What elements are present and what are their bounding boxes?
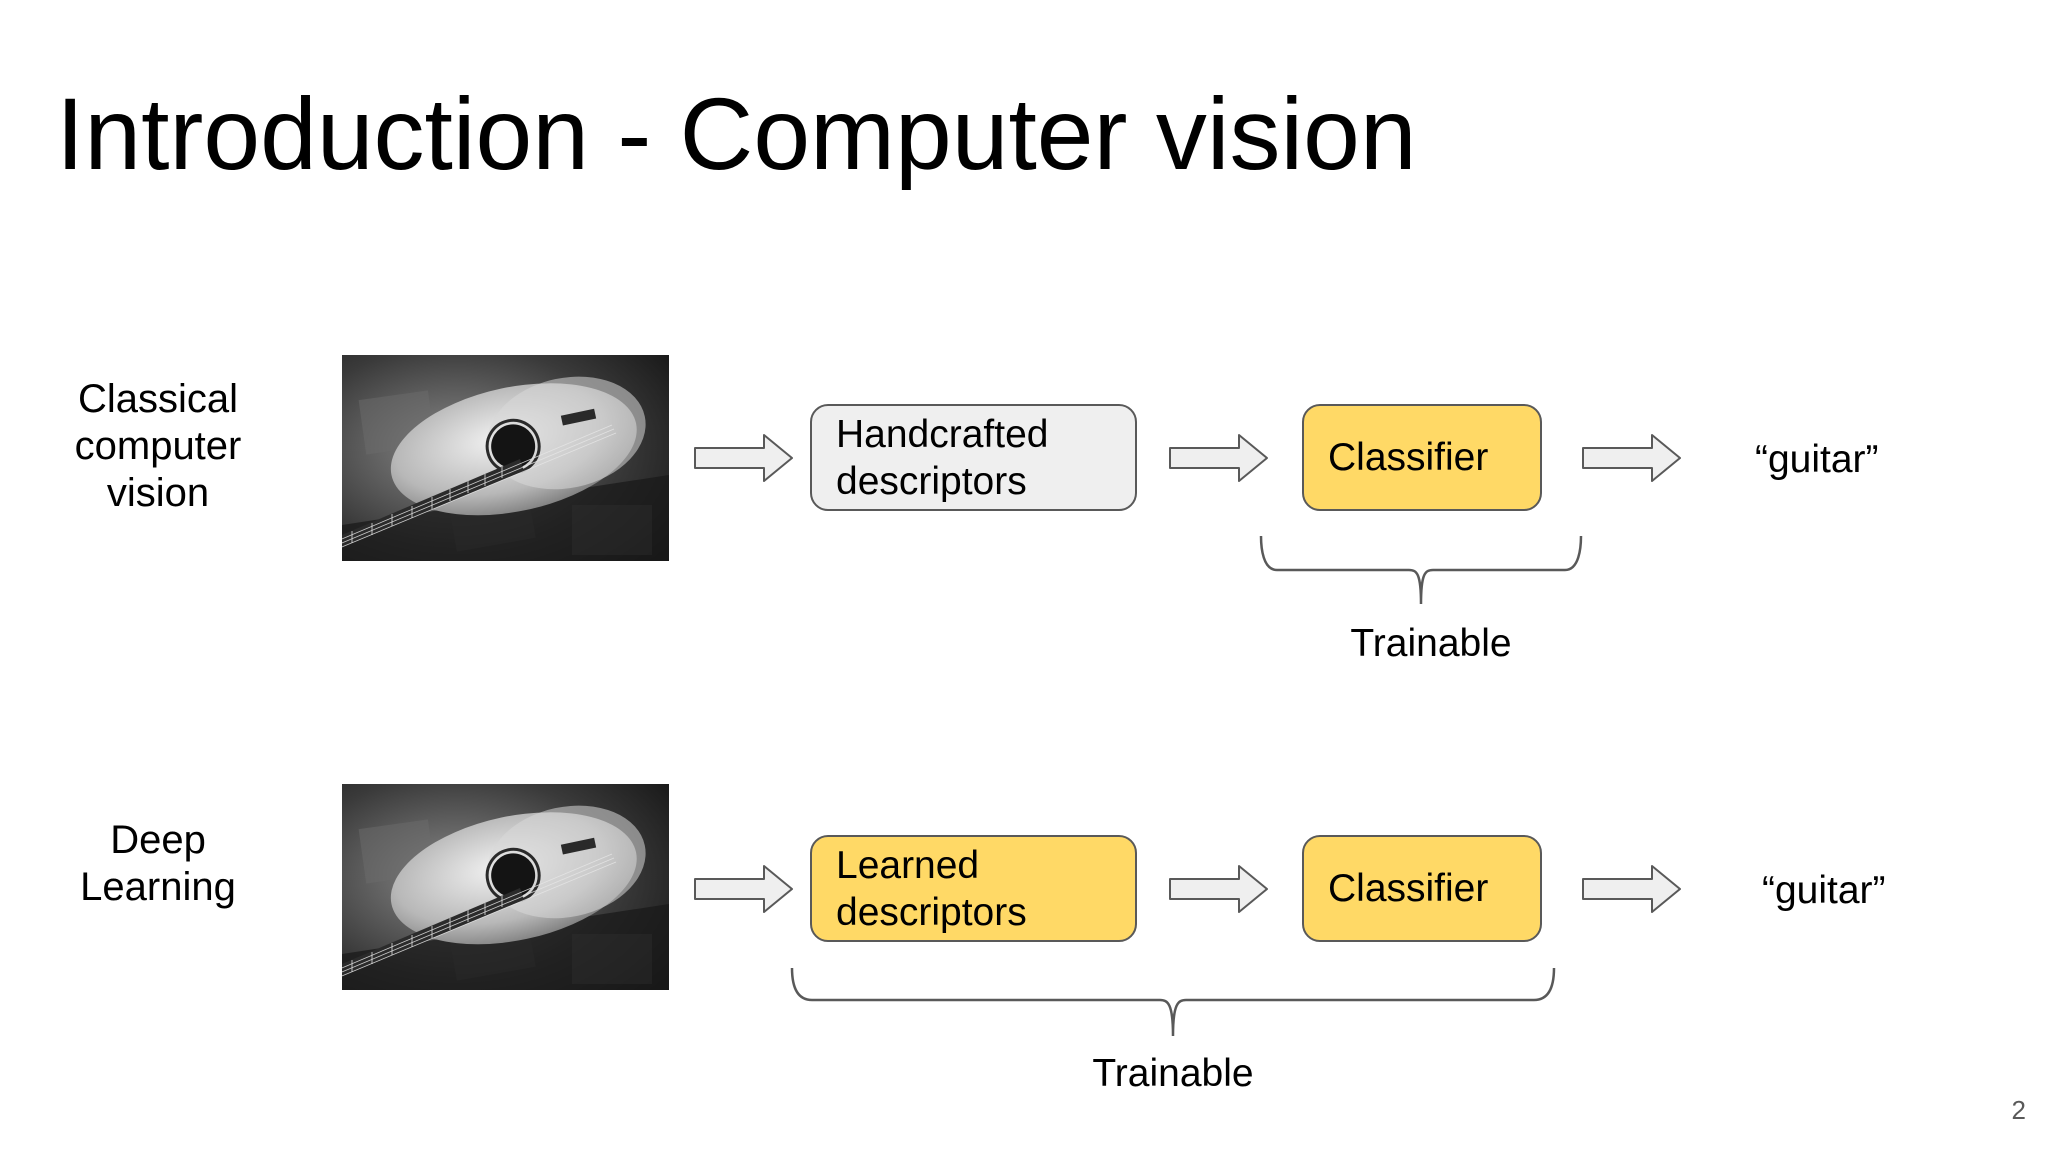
classifier-label: Classifier — [1328, 436, 1489, 479]
trainable-brace — [1259, 535, 1583, 605]
trainable-label: Trainable — [1350, 622, 1512, 665]
row-label-line: Classical — [77, 377, 239, 421]
arrow-right-icon — [694, 865, 793, 913]
row-label-deep-learning: Deep Learning — [38, 817, 278, 911]
row-label-line: Learning — [80, 865, 236, 909]
arrow-right-icon — [1582, 434, 1681, 482]
row-label-classical: Classical computer vision — [38, 376, 278, 517]
descriptor-line: descriptors — [836, 459, 1027, 503]
slide-title: Introduction - Computer vision — [56, 77, 1417, 191]
arrow-right-icon — [1169, 865, 1268, 913]
classifier-label: Classifier — [1328, 867, 1489, 910]
descriptor-line: Handcrafted — [836, 412, 1049, 456]
learned-descriptors-box: Learned descriptors — [810, 835, 1137, 942]
classifier-box: Classifier — [1302, 404, 1542, 511]
arrow-right-icon — [1582, 865, 1681, 913]
classifier-box: Classifier — [1302, 835, 1542, 942]
trainable-brace — [790, 967, 1556, 1037]
descriptor-line: descriptors — [836, 890, 1027, 934]
guitar-photo-icon — [342, 784, 669, 990]
row-label-line: computer — [74, 424, 242, 468]
output-label: “guitar” — [1762, 869, 1886, 912]
output-label: “guitar” — [1755, 438, 1879, 481]
row-label-line: vision — [106, 471, 210, 515]
descriptor-line: Learned — [836, 843, 980, 887]
slide-number: 2 — [2011, 1095, 2026, 1125]
guitar-photo-icon — [342, 355, 669, 561]
handcrafted-descriptors-box: Handcrafted descriptors — [810, 404, 1137, 511]
row-label-line: Deep — [110, 818, 206, 862]
arrow-right-icon — [694, 434, 793, 482]
arrow-right-icon — [1169, 434, 1268, 482]
trainable-label: Trainable — [1092, 1052, 1254, 1095]
